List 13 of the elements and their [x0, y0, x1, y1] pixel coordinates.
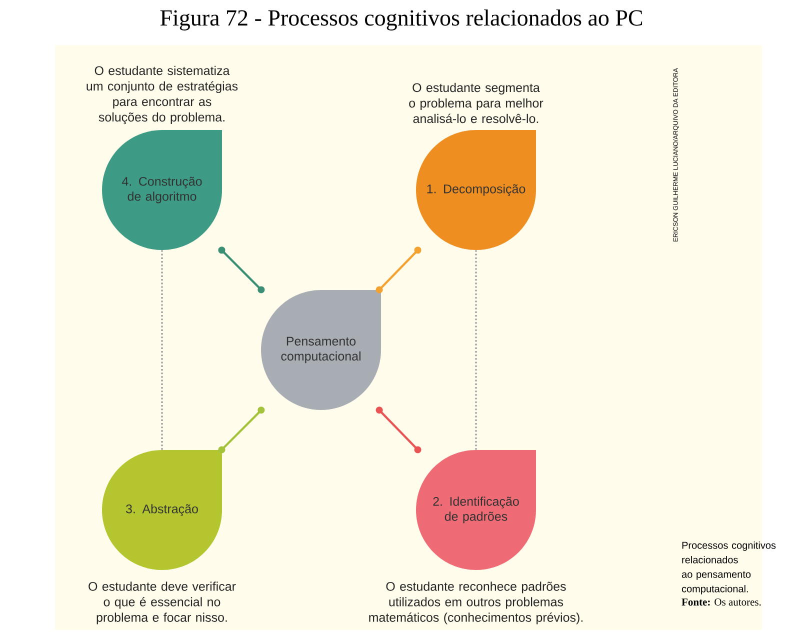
figure-title: Figura 72 - Processos cognitivos relacionados ao PC	[160, 10, 642, 30]
caption-text: Processos cognitivos relacionados ao pensamento computacional.	[682, 542, 776, 594]
description-text: O estudante segmenta o problema para melhor analisá-lo e resolvê-lo.	[409, 82, 544, 124]
connector	[218, 406, 265, 454]
dotted-line	[161, 250, 163, 450]
description-text: O estudante deve verificar o que é essencial no problema e focar nisso.	[88, 582, 236, 624]
dotted-line	[475, 250, 477, 450]
description-text: O estudante sistematiza um conjunto de estratégias para encontrar as soluções do problema.	[86, 66, 238, 124]
connector	[376, 406, 422, 454]
connector	[376, 246, 422, 294]
connector	[218, 246, 265, 294]
source-text: Fonte: Os autores.	[682, 598, 761, 606]
description-text: O estudante reconhece padrões utilizados em outros problemas matemáticos (conhecimentos prévios).	[369, 582, 582, 624]
